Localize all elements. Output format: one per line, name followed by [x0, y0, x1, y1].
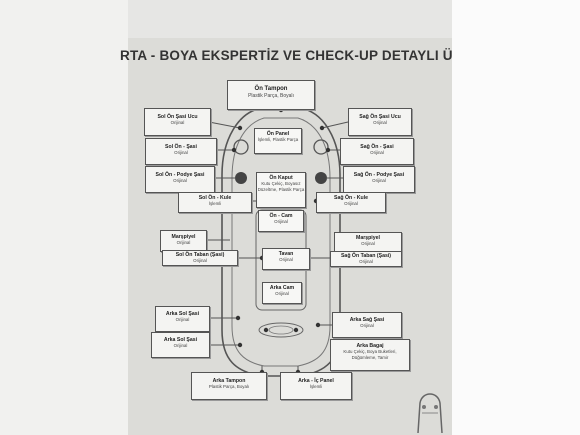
panel-left-floor: Sol Ön Taban (Şasi) Orijinal: [162, 250, 238, 266]
panel-value: Orijinal: [341, 150, 413, 155]
panel-value: Orijinal: [344, 178, 414, 183]
panel-right-front-fender: Sağ Ön - Şasi Orijinal: [340, 138, 414, 165]
panel-rear-bumper: Arka Tampon Plastik Parça, Boyalı: [191, 372, 267, 400]
panel-right-front-chassis-tip: Sağ Ön Şasi Ucu Orijinal: [348, 108, 412, 136]
panel-roof: Tavan Orijinal: [262, 248, 310, 270]
panel-value: Orijinal: [259, 219, 303, 224]
panel-left-front-fender: Sol Ön - Şasi Orijinal: [145, 138, 217, 165]
panel-value: Orijinal: [263, 257, 309, 262]
panel-value: Kutu Çekiç, Boya Buketleri, Düğümleme, T…: [331, 349, 409, 360]
panel-value: Orijinal: [145, 120, 210, 125]
panel-left-front-chassis-tip: Sol Ön Şasi Ucu Orijinal: [144, 108, 211, 136]
panel-right-front-pillar: Sağ Ön - Kule Orijinal: [316, 192, 386, 213]
panel-value: Orijinal: [349, 120, 411, 125]
panel-rear-inner-panel: Arka - İç Panel İşlemli: [280, 372, 352, 400]
panel-left-threshold: Marşpiyel Orijinal: [160, 230, 207, 252]
panel-value: Orijinal: [152, 343, 209, 348]
panel-value: Orijinal: [161, 240, 206, 245]
panel-value: Orijinal: [263, 291, 301, 296]
panel-front-glass: Ön - Cam Orijinal: [258, 210, 304, 232]
panel-right-floor: Sağ Ön Taban (Şasi) Orijinal: [330, 251, 402, 267]
panel-value: Orijinal: [156, 317, 209, 322]
panel-value: Orijinal: [146, 178, 214, 183]
panel-title: Ön Tampon: [228, 86, 314, 93]
panel-value: Kutu Çekiç, Boyasız Düzeltme, Plastik Pa…: [257, 181, 305, 192]
panel-left-rear-floor: Arka Sol Şasi Orijinal: [151, 332, 210, 358]
panel-value: Orijinal: [331, 259, 401, 264]
wheel-mid-right: [315, 172, 327, 184]
wheel-front-left: [234, 140, 248, 154]
panel-value: Orijinal: [163, 258, 237, 263]
panel-right-rear-fender: Arka Sağ Şasi Orijinal: [332, 312, 402, 338]
panel-left-rear-fender: Arka Sol Şasi Orijinal: [155, 306, 210, 332]
panel-left-front-pillar: Sol Ön - Kule İşlemli: [178, 192, 252, 213]
panel-value: Orijinal: [146, 150, 216, 155]
panel-value: Orijinal: [335, 241, 401, 246]
panel-right-front-strut: Sağ Ön - Podye Şasi Orijinal: [343, 166, 415, 193]
wheel-front-right: [314, 140, 328, 154]
rear-detail-ellipse-inner: [269, 326, 293, 334]
panel-value: İşlemli, Plastik Parça: [255, 137, 301, 142]
panel-front-bumper: Ön Tampon Plastik Parça, Boyalı: [227, 80, 315, 110]
panel-value: Plastik Parça, Boyalı: [228, 93, 314, 99]
panel-value: Orijinal: [333, 323, 401, 328]
panel-trunk: Arka Bagaj Kutu Çekiç, Boya Buketleri, D…: [330, 339, 410, 371]
panel-value: Orijinal: [317, 201, 385, 206]
panel-value: İşlemli: [179, 201, 251, 206]
panel-rear-glass: Arka Cam Orijinal: [262, 282, 302, 304]
wheel-mid-left: [235, 172, 247, 184]
car-inner-outline: [232, 118, 330, 366]
panel-front-panel: Ön Panel İşlemli, Plastik Parça: [254, 128, 302, 154]
panel-right-threshold: Marşpiyel Orijinal: [334, 232, 402, 252]
panel-value: İşlemli: [281, 384, 351, 389]
car-thumbnail-icon: [410, 383, 450, 435]
panel-value: Plastik Parça, Boyalı: [192, 384, 266, 389]
panel-left-front-strut: Sol Ön - Podye Şasi Orijinal: [145, 166, 215, 193]
panel-hood: Ön Kaput Kutu Çekiç, Boyasız Düzeltme, P…: [256, 172, 306, 208]
